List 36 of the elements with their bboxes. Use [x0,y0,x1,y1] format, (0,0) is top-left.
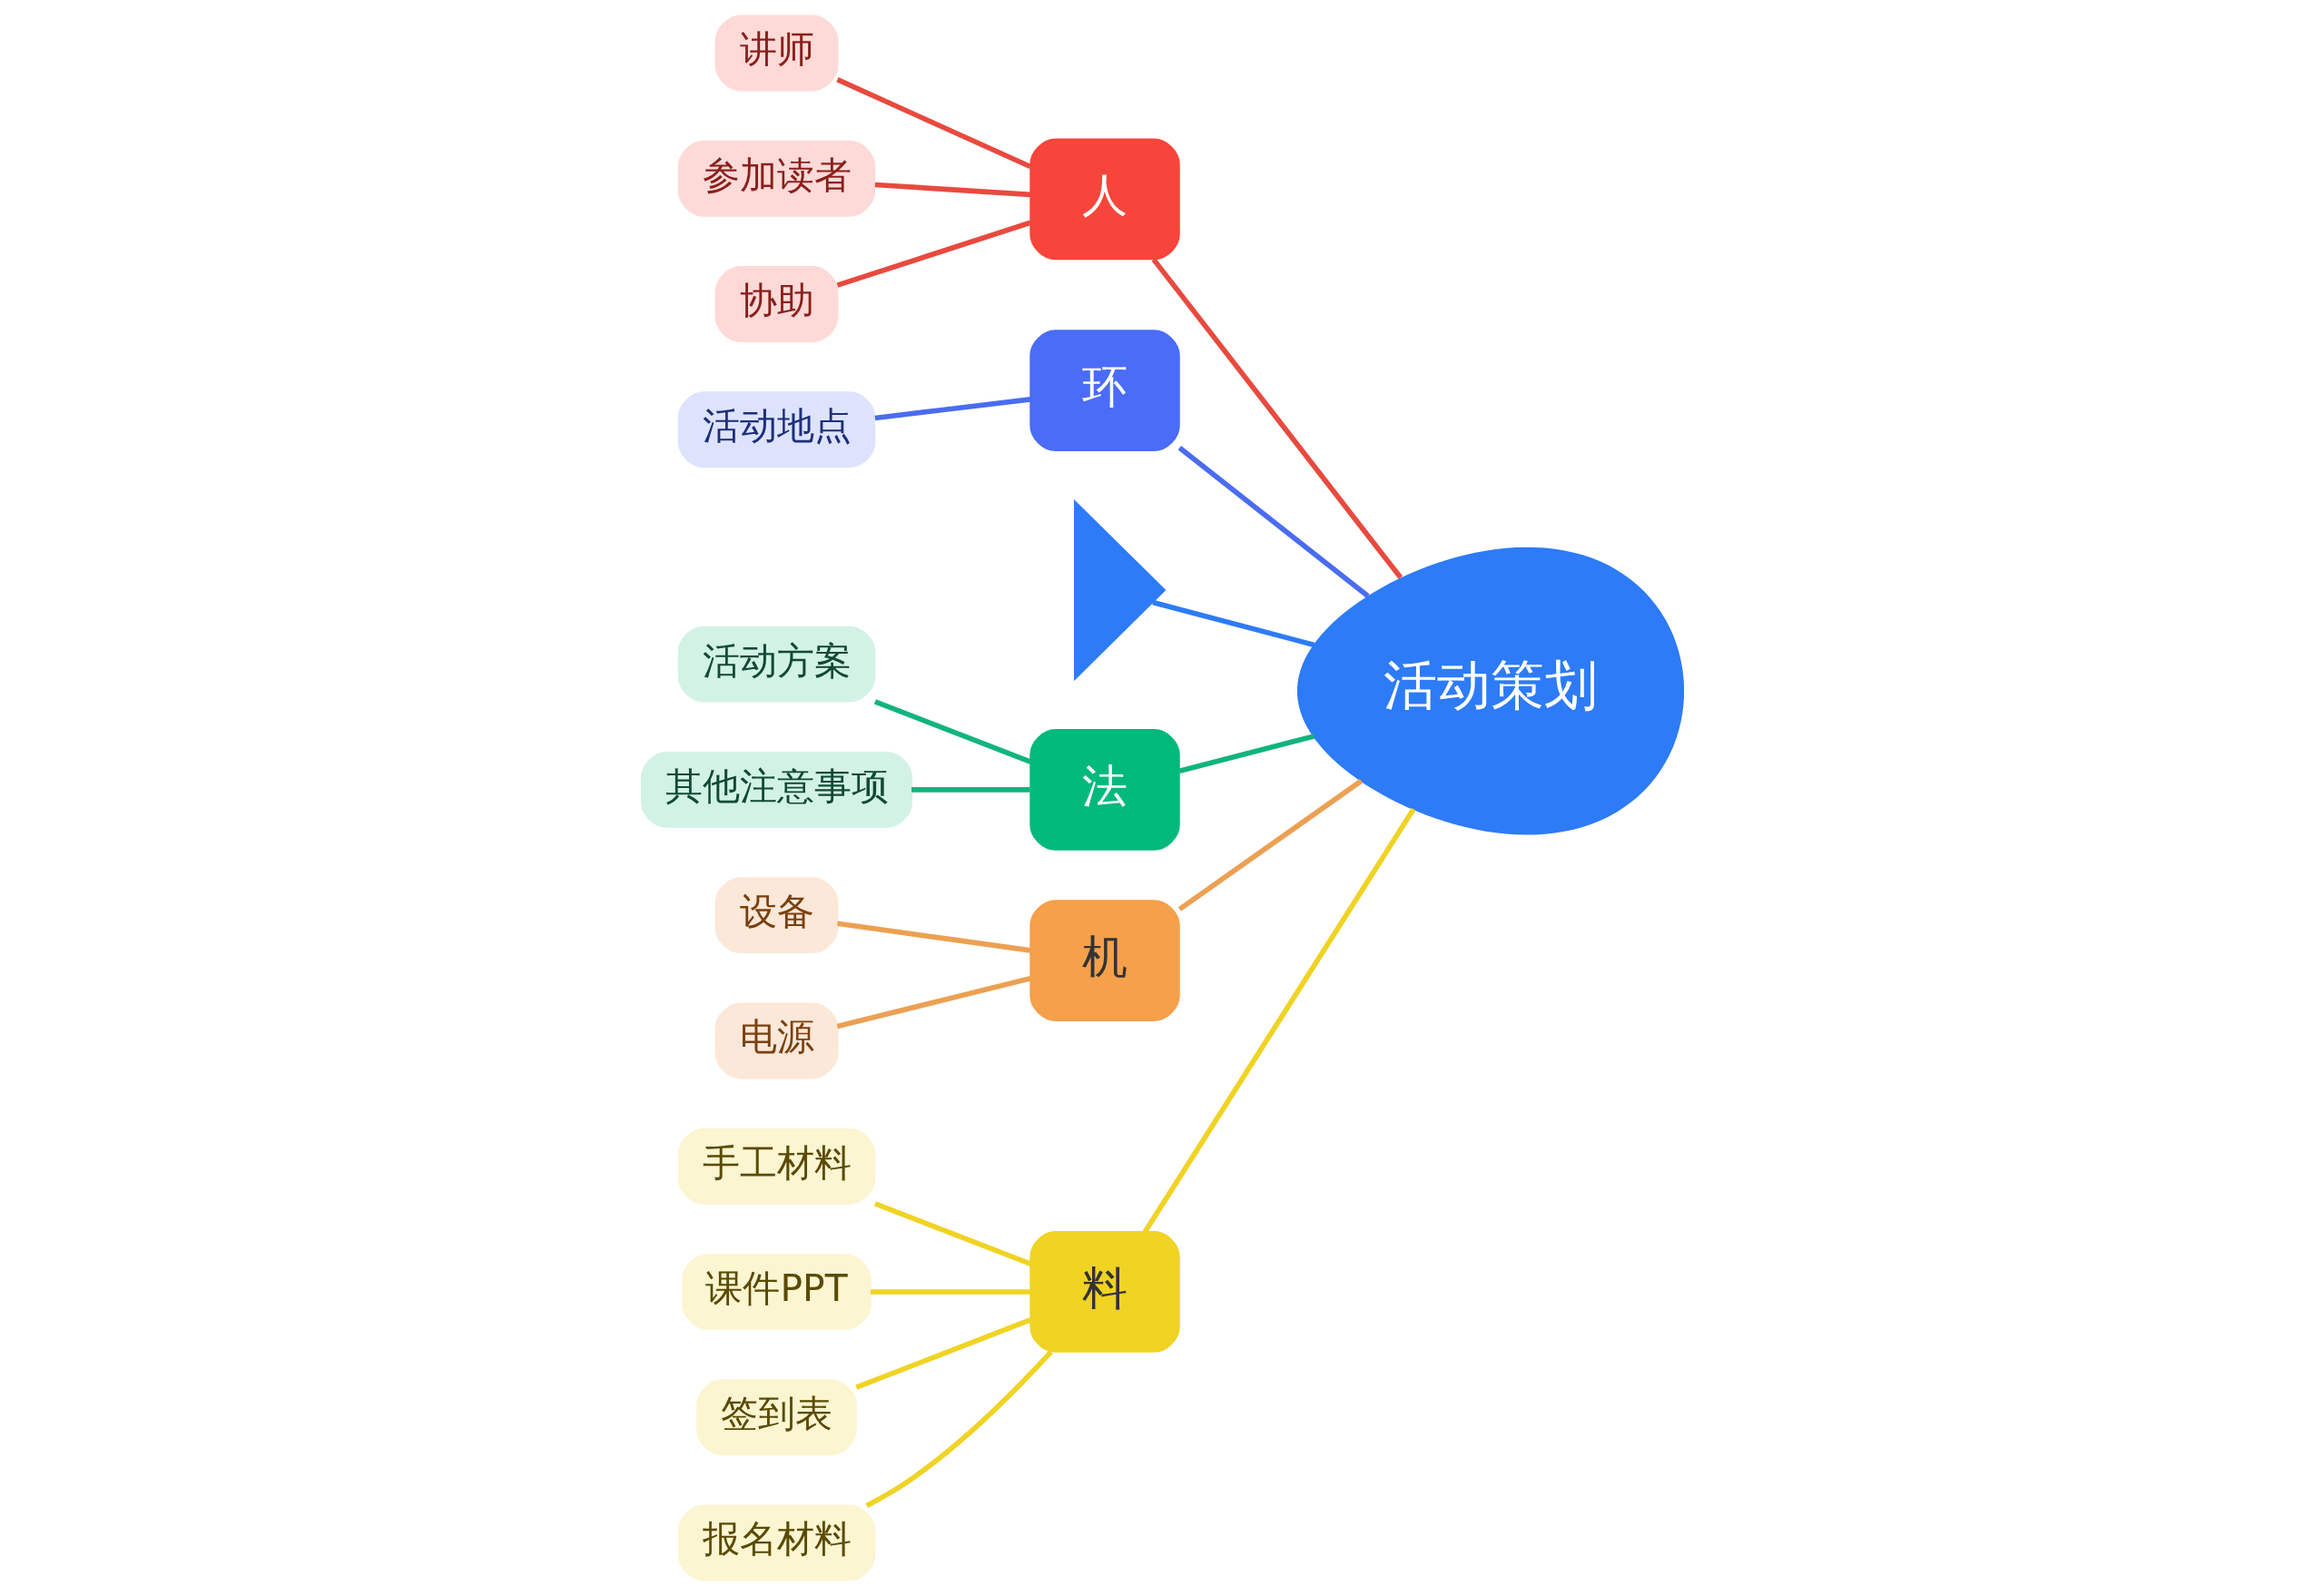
node-box: 活动地点 [677,391,875,468]
node-box: 报名材料 [677,1504,875,1581]
connector [874,397,1030,421]
connector [836,220,1031,288]
node-tail [1073,498,1166,682]
connector [1177,778,1363,911]
connector [1151,258,1403,580]
node-box: 活动方案 [677,626,875,703]
connector [1177,446,1370,598]
connector [1142,807,1415,1234]
node-box: 手工材料 [677,1128,875,1205]
connector [873,1201,1031,1266]
node-box: 法 [1029,729,1180,851]
node-box: 讲师 [714,15,839,92]
connector [1178,734,1315,773]
connector [911,787,1030,793]
connector [854,1317,1031,1390]
node-box: 环 [1029,330,1180,452]
node-box: 课件PPT [681,1254,872,1330]
connector [864,1350,1053,1508]
node-box: 机 [1029,900,1180,1021]
connector [874,182,1030,198]
node-box: 电源 [714,1002,839,1079]
node-box: 签到表 [695,1379,857,1456]
connector [836,921,1030,953]
node-box: 协助 [714,266,839,342]
connector [836,976,1031,1030]
node-box: 其他注意事项 [640,752,912,828]
node-box: 参加读者 [677,140,875,217]
connector [1151,599,1315,648]
connector [873,699,1031,764]
connector [835,77,1031,170]
node-box: 料 [1029,1231,1180,1353]
node-box: 设备 [714,877,839,954]
node-box: 人 [1029,138,1180,261]
connector [870,1289,1030,1295]
